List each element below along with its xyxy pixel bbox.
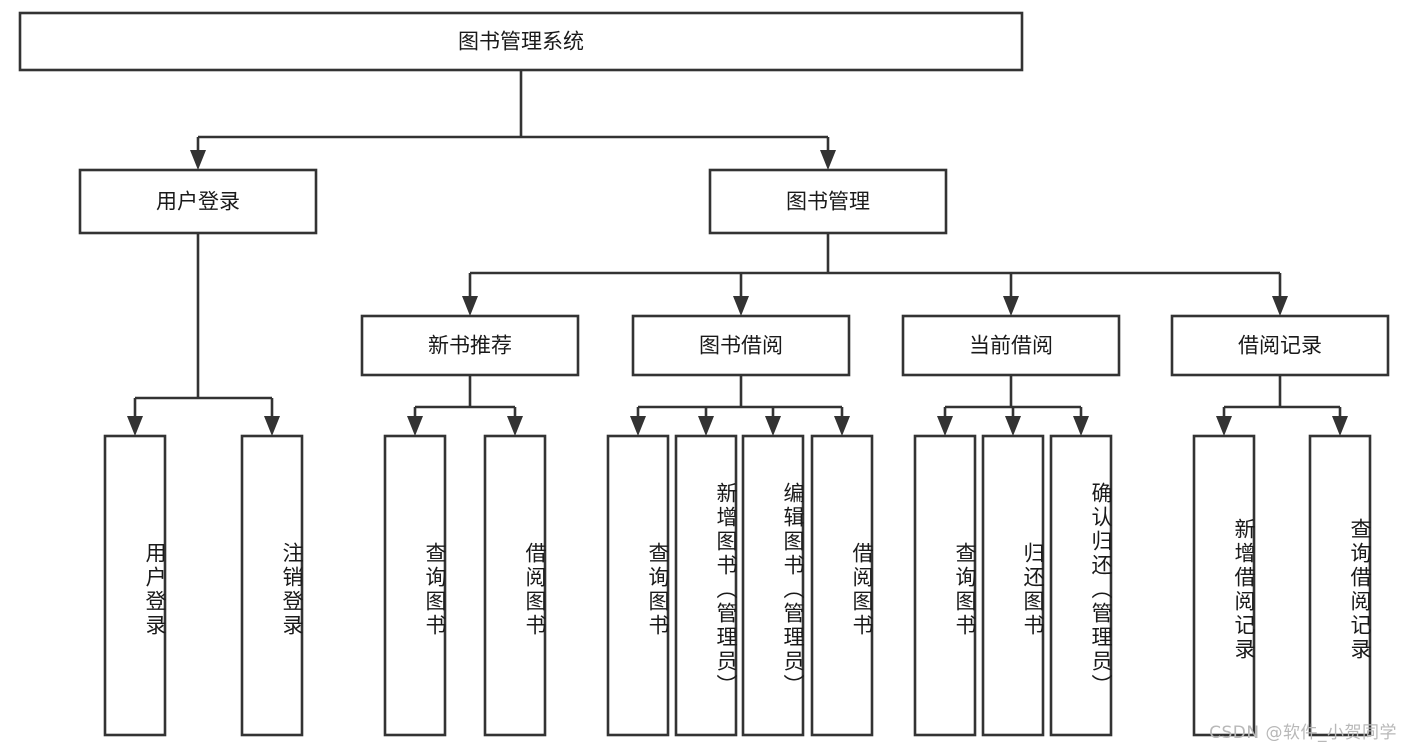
arrow-head-icon: [698, 416, 714, 436]
node-label-level3-2: 当前借阅: [969, 334, 1053, 358]
arrow-head-icon: [507, 416, 523, 436]
arrow-head-icon: [937, 416, 953, 436]
node-box-leaf-0[interactable]: [103, 434, 167, 737]
node-box-leaf-9[interactable]: [981, 434, 1045, 737]
node-box-leaf-2[interactable]: [383, 434, 447, 737]
node-label-root-0: 图书管理系统: [458, 30, 584, 54]
watermark-text: CSDN @软件_小贺同学: [1209, 723, 1397, 743]
arrow-head-icon: [1003, 296, 1019, 316]
node-box-leaf-6[interactable]: [741, 434, 805, 737]
node-box-root-0[interactable]: [18, 11, 1024, 72]
arrow-head-icon: [462, 296, 478, 316]
arrow-head-icon: [264, 416, 280, 436]
node-box-leaf-5[interactable]: [674, 434, 738, 737]
node-box-leaf-1[interactable]: [240, 434, 304, 737]
node-box-level3-3[interactable]: [1170, 314, 1390, 377]
node-box-level3-2[interactable]: [901, 314, 1121, 377]
arrow-head-icon: [1216, 416, 1232, 436]
connectors-layer: [127, 70, 1348, 436]
node-box-leaf-12[interactable]: [1308, 434, 1372, 737]
node-label-level3-3: 借阅记录: [1238, 334, 1322, 358]
node-box-leaf-3[interactable]: [483, 434, 547, 737]
node-box-leaf-4[interactable]: [606, 434, 670, 737]
arrow-head-icon: [765, 416, 781, 436]
arrow-head-icon: [1005, 416, 1021, 436]
arrow-head-icon: [834, 416, 850, 436]
arrow-head-icon: [820, 150, 836, 170]
node-box-level3-0[interactable]: [360, 314, 580, 377]
node-label-level2-1: 图书管理: [786, 190, 870, 214]
arrow-head-icon: [733, 296, 749, 316]
node-box-level2-1[interactable]: [708, 168, 948, 235]
node-box-leaf-11[interactable]: [1192, 434, 1256, 737]
arrow-head-icon: [190, 150, 206, 170]
nodes-layer: [18, 11, 1390, 737]
arrow-head-icon: [407, 416, 423, 436]
node-label-level3-1: 图书借阅: [699, 334, 783, 358]
arrow-head-icon: [1332, 416, 1348, 436]
node-box-leaf-7[interactable]: [810, 434, 874, 737]
node-label-level3-0: 新书推荐: [428, 334, 512, 358]
arrow-head-icon: [630, 416, 646, 436]
node-label-level2-0: 用户登录: [156, 190, 240, 214]
arrow-head-icon: [1272, 296, 1288, 316]
arrow-head-icon: [1073, 416, 1089, 436]
arrow-head-icon: [127, 416, 143, 436]
node-box-level2-0[interactable]: [78, 168, 318, 235]
node-box-level3-1[interactable]: [631, 314, 851, 377]
node-box-leaf-8[interactable]: [913, 434, 977, 737]
node-box-leaf-10[interactable]: [1049, 434, 1113, 737]
